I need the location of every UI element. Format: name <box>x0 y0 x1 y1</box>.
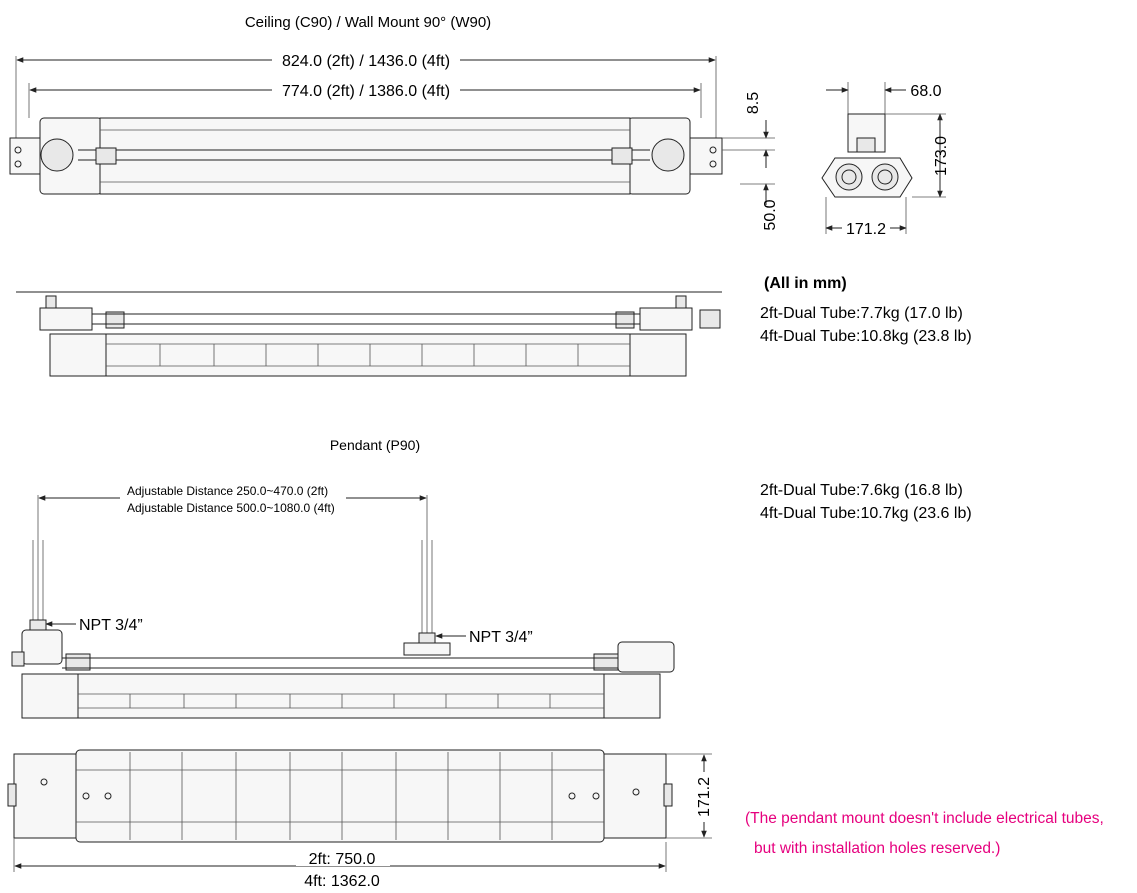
bracket-dimensions: 8.5 50.0 <box>722 92 779 231</box>
plan-view: 171.2 2ft: 750.0 4ft: 1362.0 <box>7 749 714 890</box>
ceiling-weight-2ft: 2ft-Dual Tube:7.7kg (17.0 lb) <box>760 305 963 322</box>
end-view: 68.0 173.0 171.2 <box>821 82 950 238</box>
npt-left-label: NPT 3/4” <box>79 617 143 634</box>
plan-4ft-label: 4ft: 1362.0 <box>304 873 380 890</box>
overall-length-label: 824.0 (2ft) / 1436.0 (4ft) <box>282 53 450 70</box>
pendant-note-line2: but with installation holes reserved.) <box>754 840 1001 857</box>
plan-height-label: 171.2 <box>696 777 713 817</box>
pendant-section-title: Pendant (P90) <box>330 437 420 453</box>
npt-right-label: NPT 3/4” <box>469 629 533 646</box>
pendant-front-view: Adjustable Distance 250.0~470.0 (2ft) Ad… <box>11 482 675 719</box>
ceiling-section-title: Ceiling (C90) / Wall Mount 90° (W90) <box>245 14 491 31</box>
tube-length-label: 774.0 (2ft) / 1386.0 (4ft) <box>282 83 450 100</box>
bracket-height-label: 50.0 <box>762 199 779 230</box>
adjustable-4ft-label: Adjustable Distance 500.0~1080.0 (4ft) <box>127 501 335 515</box>
end-width-top-label: 68.0 <box>910 83 941 100</box>
end-width-bottom-label: 171.2 <box>846 221 886 238</box>
ceiling-side-view: 824.0 (2ft) / 1436.0 (4ft) 774.0 (2ft) /… <box>9 50 723 195</box>
unit-note: (All in mm) <box>764 275 847 292</box>
ceiling-front-view <box>16 291 722 377</box>
ceiling-weight-4ft: 4ft-Dual Tube:10.8kg (23.8 lb) <box>760 328 972 345</box>
pendant-note-line1: (The pendant mount doesn't include elect… <box>745 810 1104 827</box>
pendant-weight-4ft: 4ft-Dual Tube:10.7kg (23.6 lb) <box>760 505 972 522</box>
pendant-weight-2ft: 2ft-Dual Tube:7.6kg (16.8 lb) <box>760 482 963 499</box>
end-height-label: 173.0 <box>933 136 950 176</box>
bracket-offset-label: 8.5 <box>745 92 762 114</box>
plan-2ft-label: 2ft: 750.0 <box>309 851 376 868</box>
adjustable-2ft-label: Adjustable Distance 250.0~470.0 (2ft) <box>127 484 328 498</box>
